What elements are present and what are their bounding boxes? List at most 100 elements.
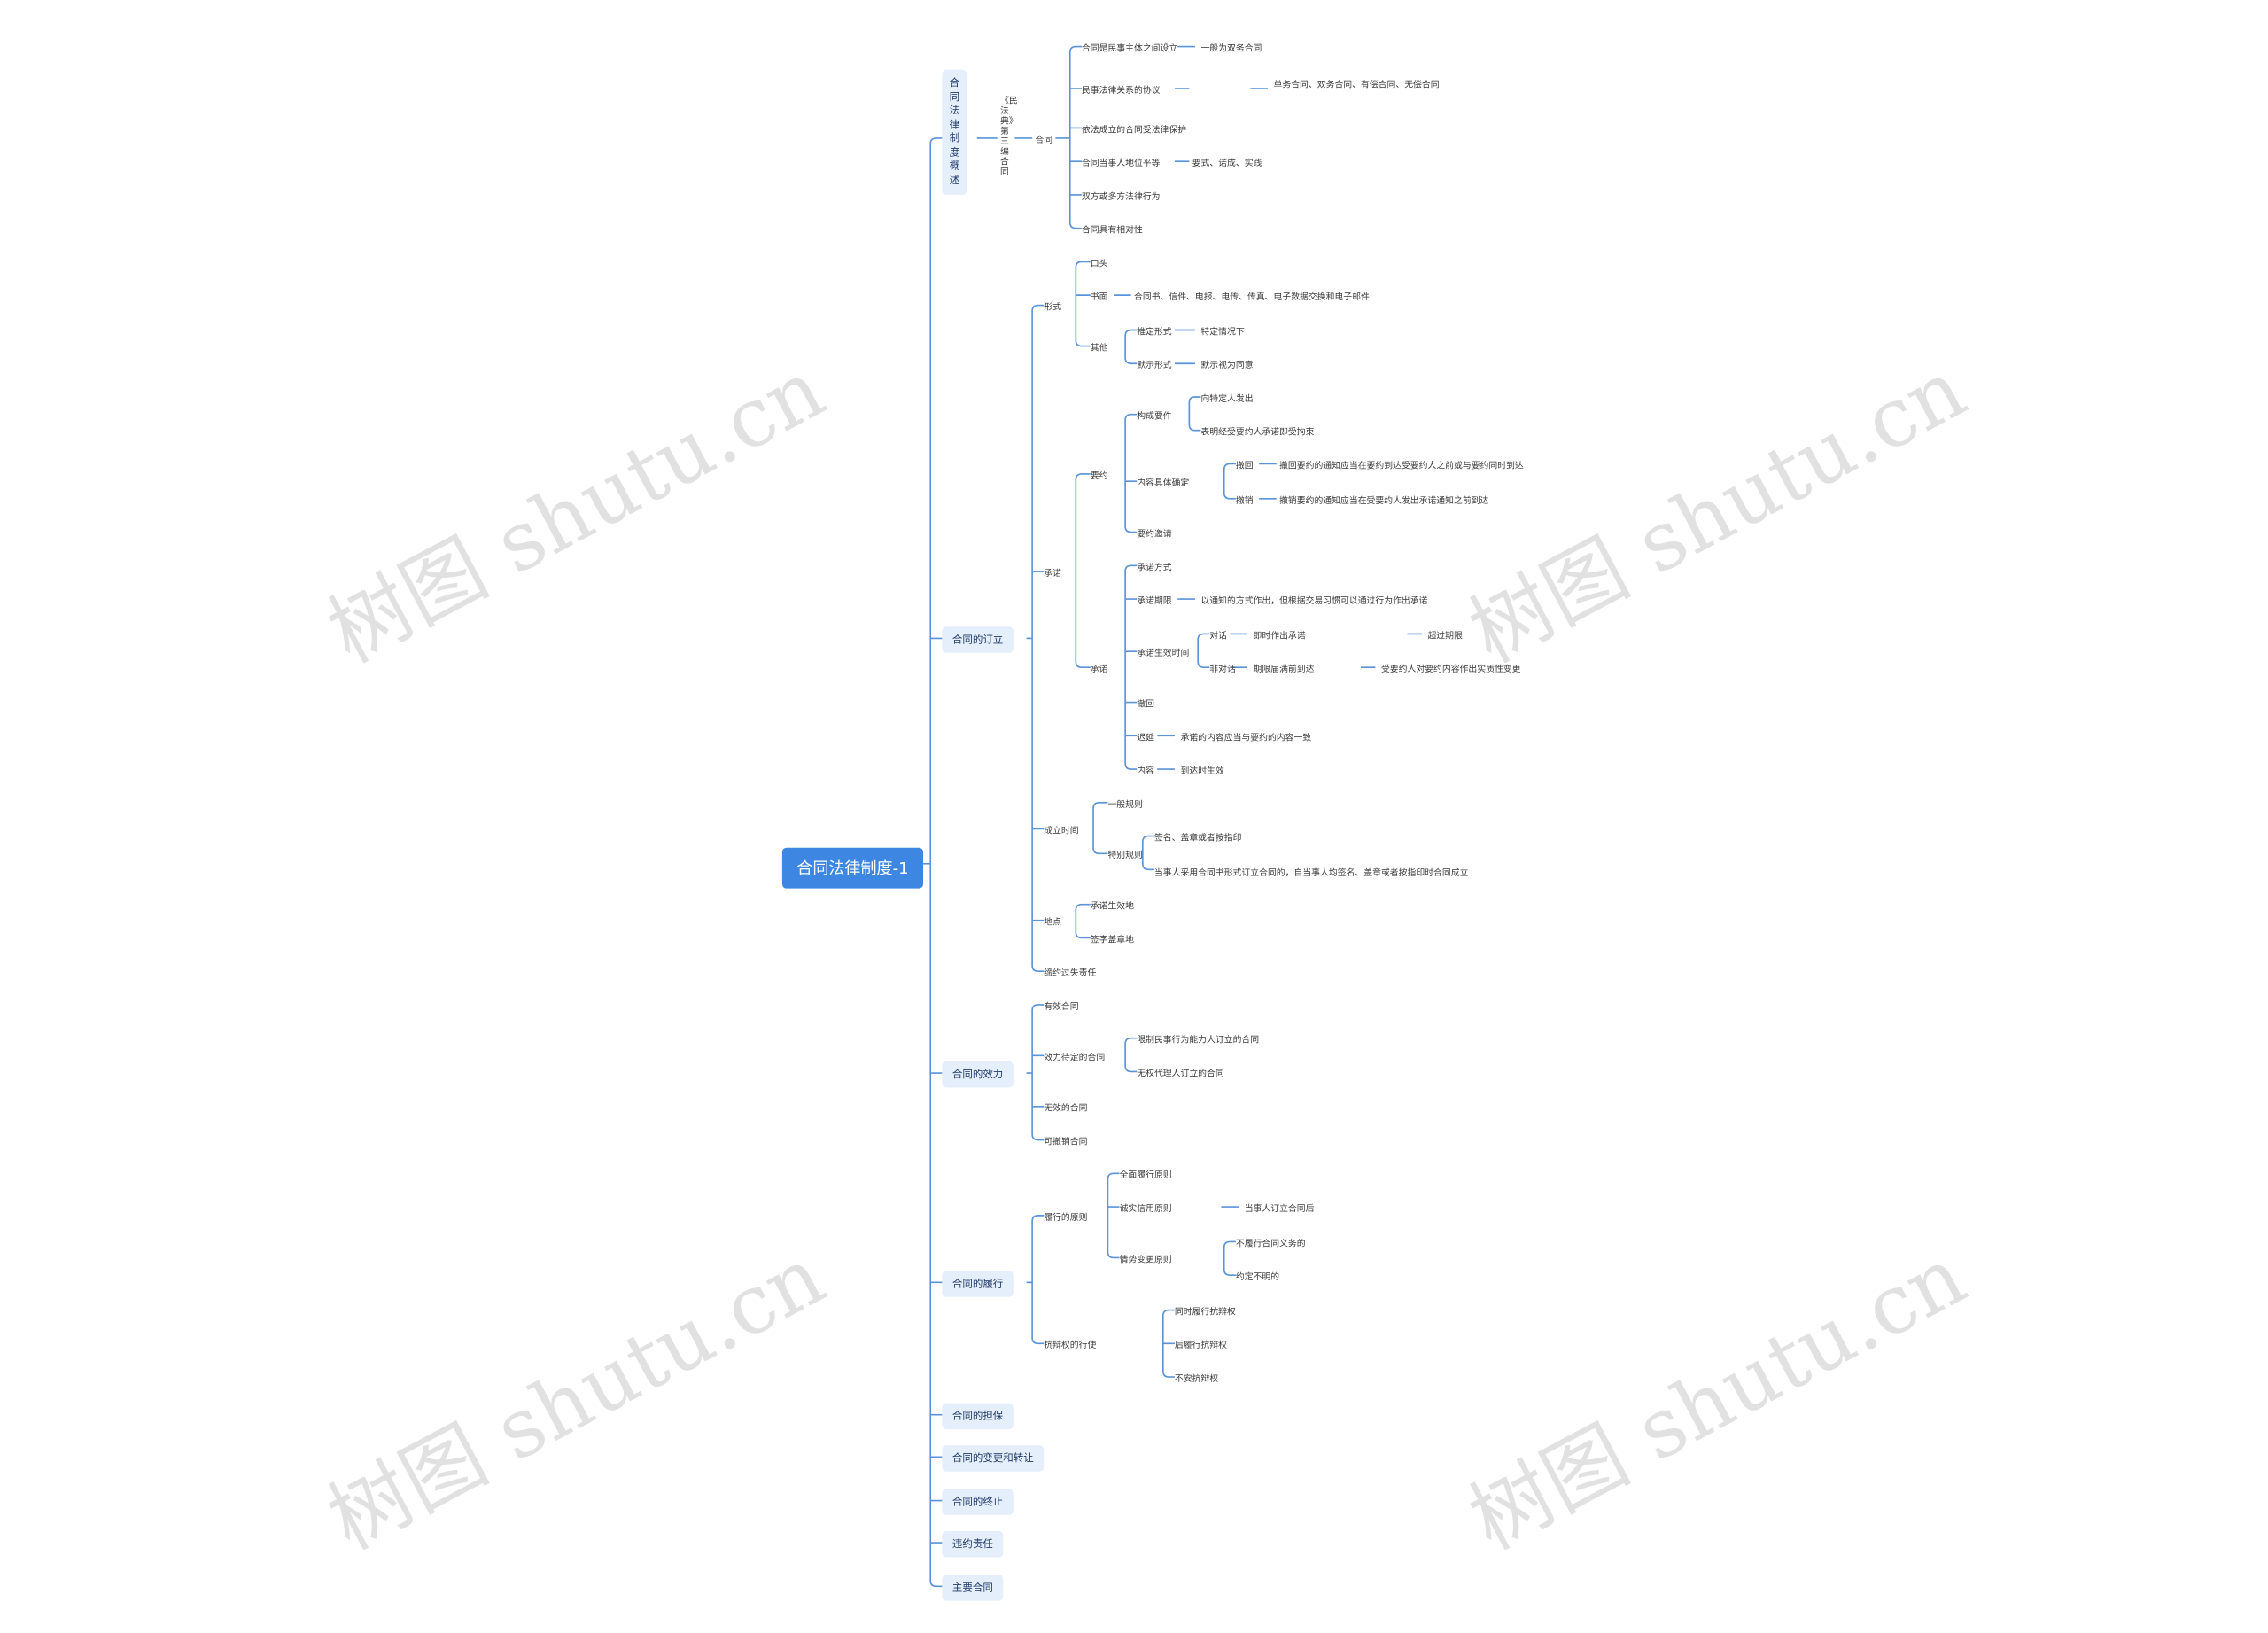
performance-sub[interactable]: 全面履行原则: [1119, 1170, 1172, 1181]
time-detail[interactable]: 当事人采用合同书形式订立合同的，自当事人均签名、盖章或者按指印时合同成立: [1153, 867, 1469, 879]
overview-detail[interactable]: 单务合同、双务合同、有偿合同、无偿合同: [1273, 80, 1440, 90]
overview-detail[interactable]: 要式、诺成、实践: [1192, 158, 1262, 169]
formation-accept-group[interactable]: 承诺: [1044, 568, 1061, 579]
connector-line: [1075, 261, 1091, 347]
branch-formation[interactable]: 合同的订立: [942, 626, 1014, 653]
formation-form[interactable]: 形式: [1044, 302, 1061, 313]
overview-item[interactable]: 合同具有相对性: [1081, 225, 1143, 236]
validity-sub[interactable]: 限制民事行为能力人订立的合同: [1137, 1035, 1260, 1046]
offer-more[interactable]: 撤回: [1235, 461, 1254, 471]
branch-change-transfer[interactable]: 合同的变更和转让: [942, 1445, 1045, 1472]
overview-contract[interactable]: 合同: [1035, 135, 1053, 146]
performance-sub2[interactable]: 同时履行抗辩权: [1174, 1307, 1236, 1318]
connector-line: [1107, 1172, 1120, 1259]
overview-item[interactable]: 双方或多方法律行为: [1081, 191, 1161, 203]
form-sub[interactable]: 推定形式: [1137, 327, 1172, 338]
root-node[interactable]: 合同法律制度-1: [781, 847, 923, 889]
branch-guarantee[interactable]: 合同的担保: [942, 1403, 1014, 1430]
performance-sub[interactable]: 约定不明的: [1235, 1271, 1280, 1283]
offer-more-detail[interactable]: 撤回要约的通知应当在要约到达受要约人之前或与要约同时到达: [1279, 461, 1524, 471]
offer-sub[interactable]: 向特定人发出: [1200, 393, 1254, 405]
time-item[interactable]: 特别规则: [1107, 850, 1143, 861]
accept-item[interactable]: 承诺方式: [1137, 563, 1172, 573]
validity-item[interactable]: 效力待定的合同: [1044, 1053, 1106, 1063]
time-detail[interactable]: 签名、盖章或者按指印: [1153, 833, 1242, 844]
time-item[interactable]: 一般规则: [1107, 799, 1143, 811]
accept-item[interactable]: 迟延: [1137, 733, 1154, 743]
place-item[interactable]: 承诺生效地: [1090, 901, 1135, 912]
connector-line: [1197, 633, 1210, 669]
overview-detail[interactable]: 一般为双务合同: [1200, 43, 1262, 54]
connector-line: [1124, 1037, 1138, 1073]
branch-termination[interactable]: 合同的终止: [942, 1489, 1014, 1515]
overview-item[interactable]: 合同当事人地位平等: [1081, 158, 1161, 169]
performance-sub[interactable]: 当事人订立合同后: [1244, 1203, 1315, 1215]
connector-line: [1188, 396, 1201, 432]
validity-sub[interactable]: 无权代理人订立的合同: [1137, 1069, 1224, 1079]
accept-detail[interactable]: 非对话: [1209, 664, 1236, 675]
performance-sub2[interactable]: 不安抗辩权: [1174, 1373, 1219, 1385]
accept-detail[interactable]: 期限届满前到达: [1253, 664, 1315, 675]
accept-item[interactable]: 承诺期限: [1137, 595, 1172, 607]
connector-line: [1223, 1240, 1236, 1276]
branch-overview[interactable]: 合同法律制度概述: [942, 69, 967, 195]
formation-time[interactable]: 成立时间: [1044, 826, 1079, 836]
offer-item[interactable]: 构成要件: [1137, 411, 1172, 422]
performance-sub[interactable]: 诚实信用原则: [1119, 1203, 1172, 1215]
form-sub[interactable]: 默示形式: [1137, 360, 1172, 371]
offer-more-detail[interactable]: 撤销要约的通知应当在受要约人发出承诺通知之前到达: [1279, 495, 1489, 507]
accept-detail[interactable]: 即时作出承诺: [1253, 631, 1306, 642]
form-item[interactable]: 口头: [1090, 259, 1108, 269]
offer-sub[interactable]: 表明经受要约人承诺即受拘束: [1200, 427, 1315, 438]
accept-detail[interactable]: 承诺的内容应当与要约的内容一致: [1180, 733, 1312, 743]
performance-item[interactable]: 抗辩权的行使: [1044, 1341, 1097, 1351]
accept-detail[interactable]: 受要约人对要约内容作出实质性变更: [1380, 664, 1521, 675]
formation-accept[interactable]: 承诺: [1090, 664, 1108, 675]
offer-item[interactable]: 要约邀请: [1137, 529, 1172, 540]
connector-line: [1124, 564, 1138, 770]
place-item[interactable]: 签字盖章地: [1090, 935, 1135, 945]
accept-detail[interactable]: 超过期限: [1427, 631, 1463, 642]
offer-more[interactable]: 撤销: [1235, 495, 1254, 507]
form-sub-detail[interactable]: 默示视为同意: [1200, 360, 1254, 371]
formation-place[interactable]: 地点: [1044, 917, 1061, 928]
performance-sub[interactable]: 不履行合同义务的: [1235, 1239, 1306, 1249]
performance-sub[interactable]: 情势变更原则: [1119, 1255, 1172, 1265]
validity-item[interactable]: 可撤销合同: [1044, 1137, 1088, 1147]
accept-item[interactable]: 撤回: [1137, 699, 1154, 710]
overview-item[interactable]: 依法成立的合同受法律保护: [1081, 125, 1187, 136]
connector-line: [1075, 903, 1091, 939]
overview-item[interactable]: 合同是民事主体之间设立: [1081, 43, 1178, 54]
branch-performance[interactable]: 合同的履行: [942, 1271, 1014, 1297]
performance-sub2[interactable]: 后履行抗辩权: [1174, 1341, 1228, 1351]
accept-detail[interactable]: 对话: [1209, 631, 1228, 642]
connector-line: [1092, 802, 1108, 855]
accept-item[interactable]: 内容: [1137, 766, 1154, 777]
form-item[interactable]: 其他: [1090, 343, 1108, 354]
formation-offer[interactable]: 要约: [1090, 470, 1108, 482]
branch-liability[interactable]: 违约责任: [942, 1530, 1004, 1558]
connector-line: [1142, 835, 1154, 871]
branch-validity[interactable]: 合同的效力: [942, 1061, 1014, 1088]
form-sub-detail[interactable]: 特定情况下: [1200, 327, 1245, 338]
form-detail[interactable]: 合同书、信件、电报、电传、传真、电子数据交换和电子邮件: [1133, 292, 1370, 303]
accept-detail[interactable]: 以通知的方式作出，但根据交易习惯可以通过行为作出承诺: [1200, 595, 1428, 607]
formation-end[interactable]: 缔约过失责任: [1044, 968, 1097, 979]
performance-item[interactable]: 履行的原则: [1044, 1212, 1088, 1224]
connector-line: [1223, 463, 1236, 500]
offer-item[interactable]: 内容具体确定: [1137, 478, 1190, 489]
branch-main-contracts[interactable]: 主要合同: [942, 1575, 1004, 1601]
validity-item[interactable]: 无效的合同: [1044, 1103, 1088, 1115]
connector-line: [1124, 329, 1138, 365]
connector-line: [1031, 1004, 1045, 1141]
overview-item[interactable]: 民事法律关系的协议: [1081, 85, 1161, 97]
accept-detail[interactable]: 到达时生效: [1180, 766, 1224, 777]
connector-line: [1031, 1215, 1045, 1345]
validity-item[interactable]: 有效合同: [1044, 1001, 1079, 1013]
accept-item[interactable]: 承诺生效时间: [1137, 648, 1190, 659]
overview-sub[interactable]: 《民法典》第三编合同: [1000, 96, 1018, 178]
connector-line: [1161, 1309, 1175, 1378]
form-item[interactable]: 书面: [1090, 292, 1108, 303]
